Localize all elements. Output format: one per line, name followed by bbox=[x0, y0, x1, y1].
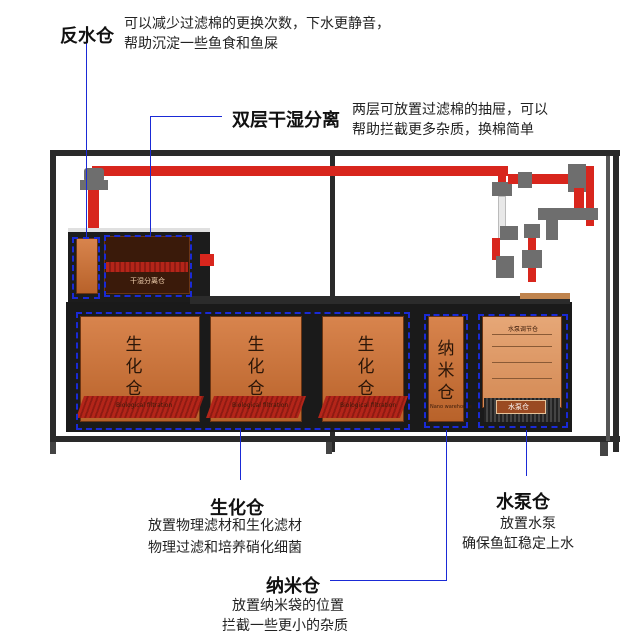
bio1-char1: 生 bbox=[125, 335, 143, 355]
pump-chamber-badge bbox=[496, 400, 546, 414]
highlight-bio bbox=[76, 312, 410, 430]
leader-drywet-h bbox=[150, 116, 222, 117]
backflow-desc-1: 可以减少过滤棉的更换次数，下水更静音， bbox=[124, 16, 390, 32]
bio-desc-1: 放置物理滤材和生化滤材 bbox=[148, 518, 302, 534]
pump-desc-2: 确保鱼缸稳定上水 bbox=[462, 536, 574, 552]
leader-nano-v bbox=[446, 430, 447, 580]
bio3-char3: 仓 bbox=[357, 379, 375, 399]
bio1-char2: 化 bbox=[125, 357, 143, 377]
pump-chamber-badge-label: 水泵仓 bbox=[508, 403, 529, 411]
nano-desc-2: 拦截一些更小的杂质 bbox=[222, 618, 348, 634]
highlight-backflow bbox=[72, 237, 100, 299]
bio1-subtext: Biological filtration bbox=[116, 402, 173, 409]
highlight-drywet bbox=[104, 235, 192, 297]
pump-chamber-title: 水泵调节仓 bbox=[508, 326, 539, 333]
bio3-char2: 化 bbox=[357, 357, 375, 377]
bio-desc-2: 物理过滤和培养硝化细菌 bbox=[148, 540, 302, 556]
bio2-char1: 生 bbox=[247, 335, 265, 355]
nano-char2: 米 bbox=[437, 361, 455, 381]
nano-subtext: Nano warehouse bbox=[430, 404, 472, 410]
backflow-title: 反水仓 bbox=[60, 26, 114, 47]
leader-backflow bbox=[86, 40, 87, 238]
leader-bio bbox=[240, 430, 241, 480]
leader-drywet-v bbox=[150, 116, 151, 236]
pump-desc-1: 放置水泵 bbox=[500, 516, 556, 532]
leader-nano-h bbox=[330, 580, 447, 581]
bio3-char1: 生 bbox=[357, 335, 375, 355]
drywet-drawer-label: 干湿分离仓 bbox=[130, 277, 165, 285]
nano-char1: 纳 bbox=[437, 339, 455, 359]
drywet-title: 双层干湿分离 bbox=[232, 110, 340, 131]
bio2-char3: 仓 bbox=[247, 379, 265, 399]
bio2-subtext: Biological filtration bbox=[232, 402, 289, 409]
bio1-char3: 仓 bbox=[125, 379, 143, 399]
bio2-char2: 化 bbox=[247, 357, 265, 377]
drywet-desc-2: 帮助拦截更多杂质，换棉简单 bbox=[352, 122, 534, 138]
nano-desc-1: 放置纳米袋的位置 bbox=[232, 598, 344, 614]
leader-pump bbox=[526, 430, 527, 476]
backflow-desc-2: 帮助沉淀一些鱼食和鱼屎 bbox=[124, 36, 278, 52]
drywet-desc-1: 两层可放置过滤棉的抽屉，可以 bbox=[352, 102, 548, 118]
bio-title: 生化仓 bbox=[210, 498, 264, 519]
nano-title: 纳米仓 bbox=[266, 576, 320, 597]
nano-char3: 仓 bbox=[437, 383, 455, 403]
highlight-nano bbox=[424, 314, 468, 428]
highlight-pump bbox=[478, 314, 568, 428]
pump-title: 水泵仓 bbox=[496, 492, 550, 513]
bio3-subtext: Biological filtration bbox=[340, 402, 397, 409]
